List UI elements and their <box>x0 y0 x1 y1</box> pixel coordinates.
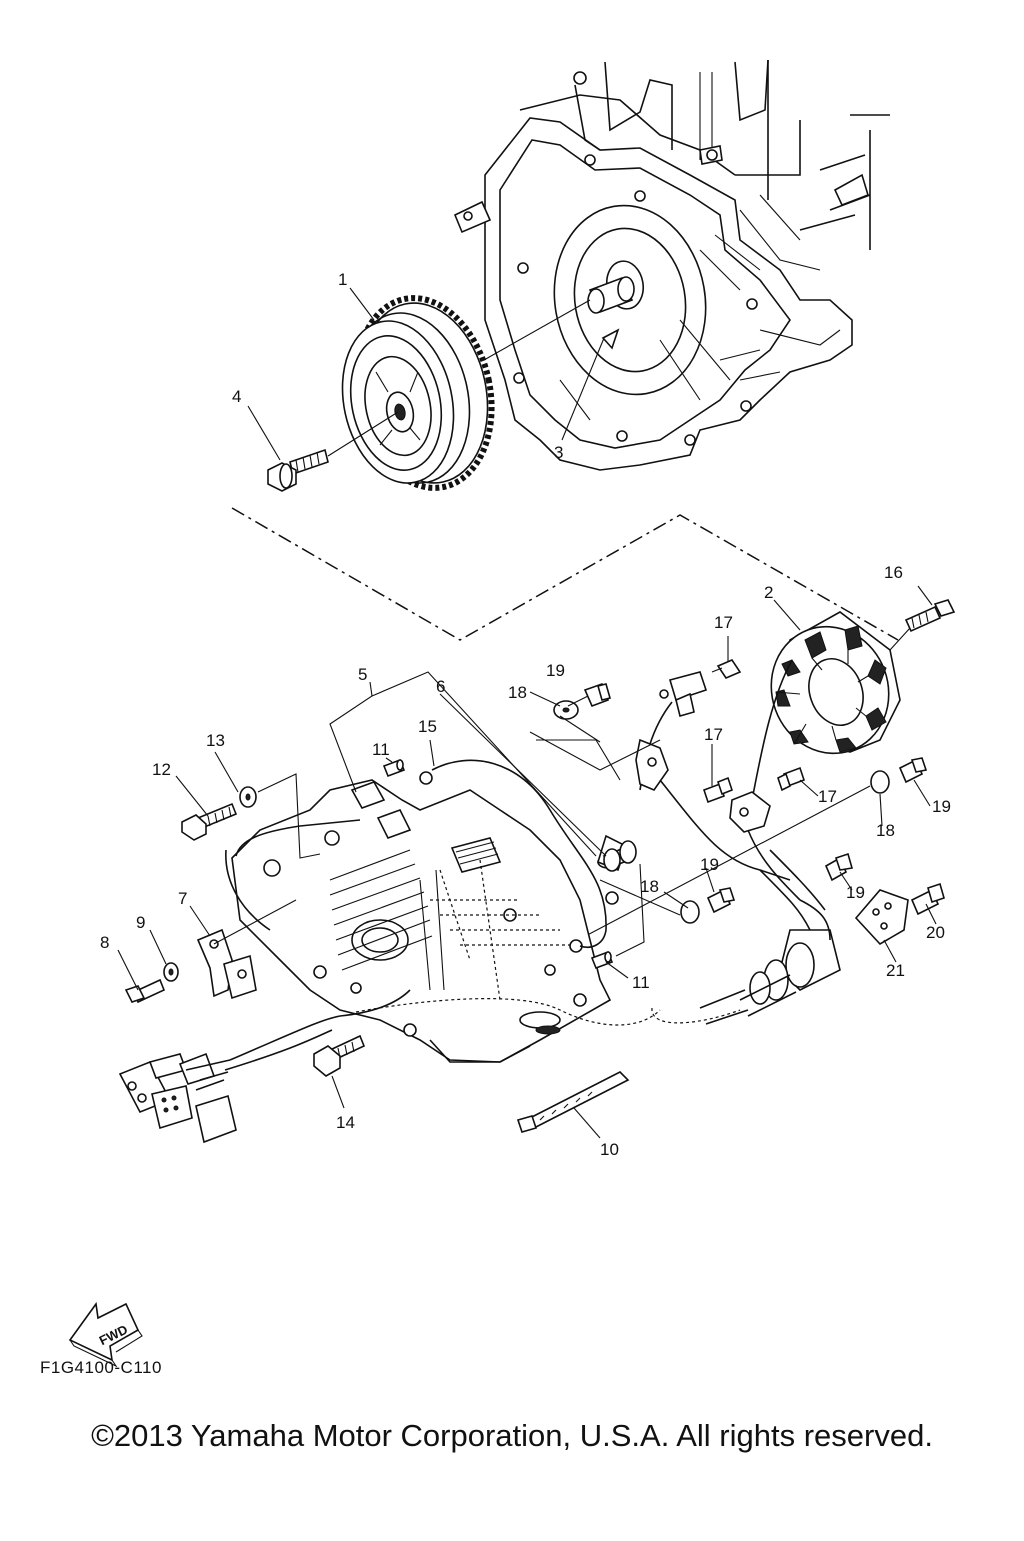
washer-18-b <box>870 770 890 794</box>
callout-1: 1 <box>338 270 347 289</box>
flywheel-bolt <box>267 448 329 492</box>
washer-18-a <box>553 700 579 720</box>
bolt-19-d <box>824 852 854 882</box>
washer-9 <box>163 962 179 982</box>
callout-3: 3 <box>554 443 563 462</box>
stator-bolt <box>904 599 956 633</box>
callout-11-lower: 11 <box>632 973 650 992</box>
callout-14: 14 <box>336 1113 355 1132</box>
bolt-17-a <box>711 659 742 679</box>
callout-19-d: 19 <box>846 883 865 902</box>
diagram-code: F1G4100-C110 <box>40 1358 162 1377</box>
engine-block <box>453 59 890 471</box>
callout-16: 16 <box>884 563 903 582</box>
pulser-coil-lower <box>729 791 801 901</box>
wire-grommet <box>699 929 841 1025</box>
bolt-17-c <box>777 766 806 792</box>
flywheel-rotor <box>341 295 495 491</box>
callout-7: 7 <box>178 889 187 908</box>
stator-coil <box>751 611 901 801</box>
callout-20: 20 <box>926 923 945 942</box>
bolt-19-b <box>898 757 928 784</box>
callout-12: 12 <box>152 760 171 779</box>
bracket-7 <box>196 928 257 1000</box>
callout-21: 21 <box>886 961 905 980</box>
bolt-17-b <box>702 776 733 804</box>
wiring-harness <box>118 989 411 1144</box>
callout-19-a: 19 <box>546 661 565 680</box>
callout-18-c: 18 <box>640 877 659 896</box>
callout-18-b: 18 <box>876 821 895 840</box>
lead-clamp <box>854 889 909 946</box>
callout-2: 2 <box>764 583 773 602</box>
callout-13: 13 <box>206 731 225 750</box>
guide-line-18a <box>529 731 661 771</box>
collar-spacer <box>602 840 637 872</box>
generator-cover-housing <box>225 779 627 1063</box>
pulser-coil-mid <box>635 738 791 881</box>
callout-5: 5 <box>358 665 367 684</box>
bolt-8 <box>124 978 166 1004</box>
bolt-19-c <box>706 887 736 914</box>
callout-19-c: 19 <box>700 855 719 874</box>
callout-8: 8 <box>100 933 109 952</box>
dowel-pin-11-b <box>590 950 614 970</box>
dowel-pin-11-a <box>382 758 406 778</box>
pulser-coil-upper <box>639 671 708 791</box>
washer-13 <box>239 786 257 808</box>
callout-6: 6 <box>436 677 445 696</box>
callout-labels: 1 2 3 4 5 6 7 8 9 10 11 11 12 13 14 15 1… <box>100 270 951 1159</box>
callout-19-b: 19 <box>932 797 951 816</box>
callout-17-a: 17 <box>714 613 733 632</box>
callout-18-a: 18 <box>508 683 527 702</box>
washer-18-c <box>680 900 700 924</box>
o-ring-wire <box>419 759 619 953</box>
bolt-19-a <box>583 682 611 708</box>
callout-17-b: 17 <box>704 725 723 744</box>
bolt-12 <box>181 802 238 841</box>
assembly-guide-line <box>231 507 899 641</box>
copyright-notice: ©2013 Yamaha Motor Corporation, U.S.A. A… <box>91 1418 933 1453</box>
callout-17-c: 17 <box>818 787 837 806</box>
cable-tie <box>516 1071 630 1133</box>
callout-4: 4 <box>232 387 241 406</box>
callout-9: 9 <box>136 913 145 932</box>
callout-10: 10 <box>600 1140 619 1159</box>
bolt-20 <box>910 882 945 916</box>
bolt-14 <box>313 1034 366 1077</box>
leader-lines <box>117 287 937 1139</box>
fwd-arrow-icon: FWD <box>68 1301 143 1368</box>
callout-15: 15 <box>418 717 437 736</box>
callout-11-upper: 11 <box>372 740 390 759</box>
